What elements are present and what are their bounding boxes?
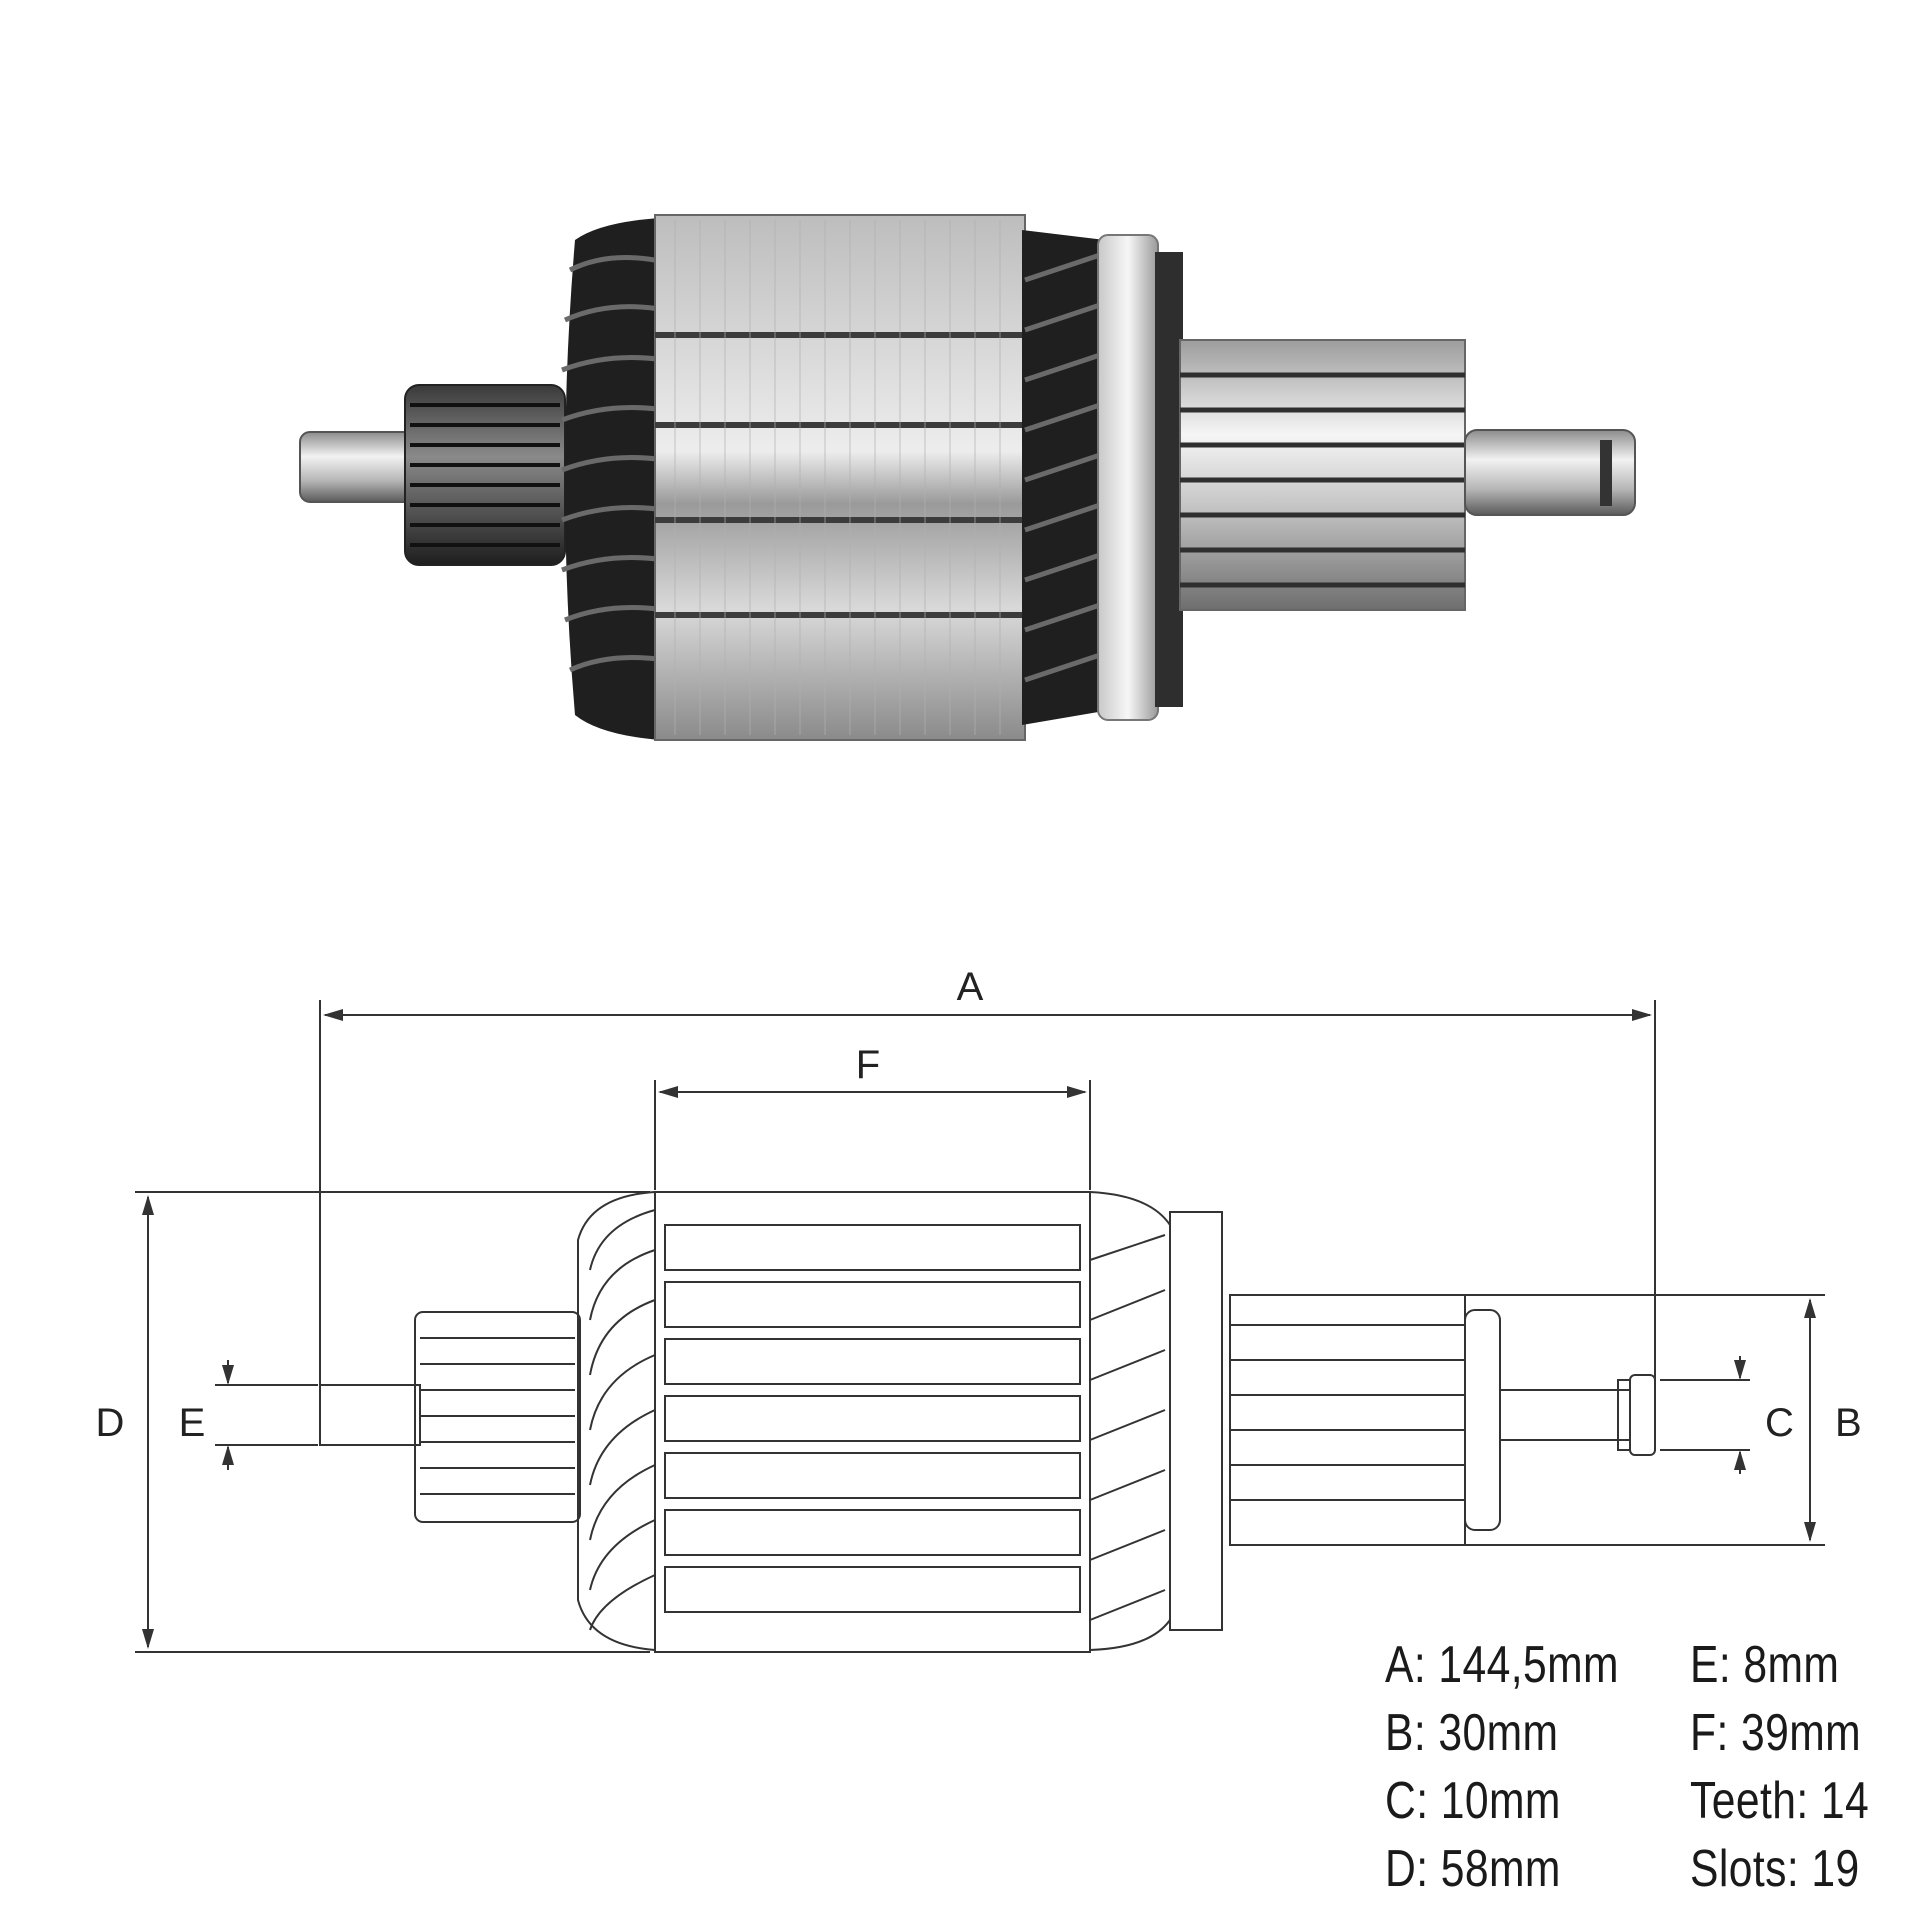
label-f: F	[856, 1043, 880, 1087]
dimension-a-line	[319, 1000, 1656, 1440]
dimension-f-line	[654, 1080, 1091, 1190]
drawing-core	[654, 1191, 1091, 1653]
label-c: C	[1765, 1401, 1794, 1445]
drawing-right-shaft	[1499, 1374, 1656, 1456]
drawing-right-windings	[1089, 1191, 1171, 1651]
drawing-left-shaft	[319, 1384, 421, 1446]
dimension-c-line	[1660, 1356, 1750, 1474]
label-a: A	[957, 965, 984, 1009]
dimension-d-line	[135, 1191, 650, 1653]
photo-collar-ring	[1097, 234, 1159, 721]
dimension-drawing: A F D E C B	[96, 965, 1862, 1653]
drawing-left-windings	[577, 1191, 656, 1651]
spec-c: C: 10mm	[1385, 1772, 1561, 1830]
spec-e: E: 8mm	[1690, 1636, 1840, 1694]
drawing-pinion	[414, 1311, 581, 1523]
photo-laminated-core	[654, 214, 1026, 741]
spec-f: F: 39mm	[1690, 1704, 1862, 1762]
spec-b: B: 30mm	[1385, 1704, 1559, 1762]
drawing-commutator	[1229, 1294, 1501, 1546]
photo-commutator	[1179, 339, 1466, 611]
photo-collar-inner	[1155, 252, 1183, 707]
label-b: B	[1835, 1401, 1862, 1445]
dimension-e-line	[215, 1360, 318, 1470]
specifications-table: A: 144,5mm B: 30mm C: 10mm D: 58mm E: 8m…	[1385, 1635, 1905, 1915]
photo-left-shaft	[299, 431, 421, 503]
photo-right-shaft	[1464, 429, 1636, 516]
drawing-collar	[1169, 1211, 1223, 1631]
spec-slots: Slots: 19	[1690, 1840, 1860, 1898]
photo-pinion-gear	[404, 384, 566, 566]
label-e: E	[179, 1401, 206, 1445]
dimension-b-line	[1465, 1294, 1825, 1546]
spec-a: A: 144,5mm	[1385, 1636, 1619, 1694]
spec-teeth: Teeth: 14	[1690, 1772, 1870, 1830]
label-d: D	[96, 1401, 125, 1445]
photo-left-windings	[561, 218, 666, 740]
armature-photo	[299, 214, 1636, 741]
photo-right-windings	[1022, 230, 1110, 725]
spec-d: D: 58mm	[1385, 1840, 1561, 1898]
